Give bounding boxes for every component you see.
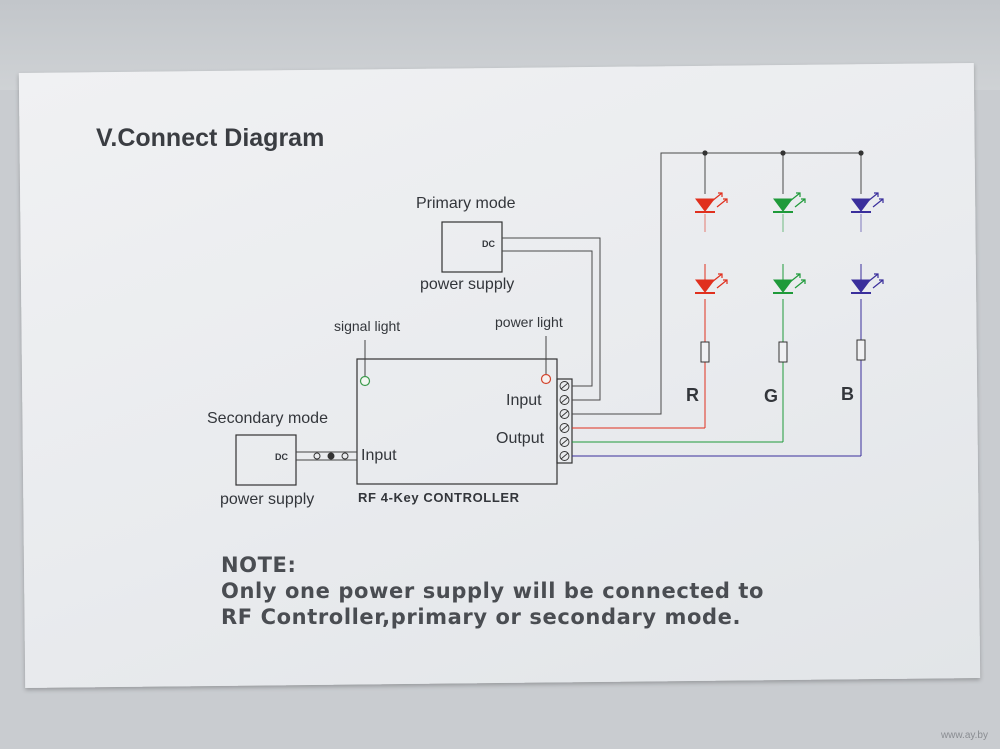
led-blue-2 — [850, 273, 884, 294]
power-light — [540, 336, 552, 385]
resistor-green — [778, 341, 788, 363]
primary-dc-label: DC — [482, 239, 495, 249]
resistor-blue — [856, 339, 866, 361]
terminal-block — [556, 378, 573, 464]
channel-label-g: G — [764, 386, 779, 406]
terminal-screws — [559, 381, 570, 461]
channel-label-b: B — [841, 384, 854, 404]
primary-power-supply-label: power supply — [420, 276, 515, 293]
primary-power-supply-box — [441, 221, 503, 273]
secondary-power-supply-label: power supply — [220, 491, 315, 508]
watermark: www.ay.by — [940, 730, 988, 741]
resistor-red — [700, 341, 710, 363]
note-heading: NOTE: — [221, 553, 297, 577]
channel-label-r: R — [686, 385, 699, 405]
common-wire — [572, 152, 862, 415]
red-channel — [572, 214, 706, 429]
led-red-1 — [694, 192, 728, 213]
led-red-2 — [694, 273, 728, 294]
diagram-title: V.Connect Diagram — [96, 124, 325, 152]
primary-mode-label: Primary mode — [416, 195, 516, 212]
controller-input-label: Input — [506, 392, 542, 409]
led-green-1 — [772, 192, 806, 213]
controller-output-label: Output — [496, 430, 545, 447]
note-line-2: RF Controller,primary or secondary mode. — [221, 605, 742, 629]
power-light-label: power light — [495, 314, 563, 330]
signal-light — [359, 340, 371, 387]
secondary-input-label: Input — [361, 447, 397, 464]
controller-box — [356, 358, 558, 485]
secondary-dc-label: DC — [275, 452, 288, 462]
secondary-mode-label: Secondary mode — [207, 410, 328, 427]
green-channel — [572, 214, 784, 443]
signal-light-label: signal light — [334, 318, 401, 334]
led-green-2 — [772, 273, 806, 294]
controller-name-label: RF 4-Key CONTROLLER — [358, 490, 520, 505]
primary-supply-wires — [502, 237, 601, 401]
led-blue-1 — [850, 192, 884, 213]
blue-channel — [572, 214, 862, 457]
note-line-1: Only one power supply will be connected … — [221, 579, 765, 603]
secondary-connector — [296, 451, 357, 461]
